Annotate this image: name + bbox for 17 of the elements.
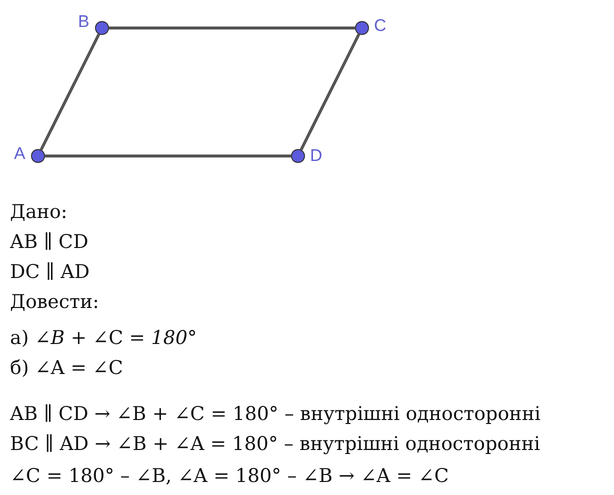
- parallelogram-side: [109, 26, 355, 30]
- point-label: A: [14, 144, 26, 164]
- text-line: Довести:: [10, 290, 100, 314]
- point-label: C: [374, 16, 386, 36]
- text-line: а) ∠B + ∠C = 180°: [10, 326, 197, 350]
- text-line: AB ∥ CD: [10, 230, 88, 254]
- text-line: BC ∥ AD → ∠B + ∠A = 180° – внутрішні односторонні: [10, 432, 540, 456]
- point-label: B: [78, 12, 90, 32]
- parallelogram-side: [45, 154, 291, 158]
- parallelogram-side: [40, 34, 100, 150]
- text-line: DC ∥ AD: [10, 260, 90, 284]
- point-label: D: [310, 146, 322, 166]
- text-line: б) ∠A = ∠C: [10, 356, 123, 380]
- text-line: AB ∥ CD → ∠B + ∠C = 180° – внутрішні односторонні: [10, 402, 541, 426]
- parallelogram-side: [300, 34, 360, 150]
- text-line: Дано:: [10, 200, 68, 224]
- text-line: ∠C = 180° – ∠B, ∠A = 180° – ∠B → ∠A = ∠C: [10, 464, 449, 488]
